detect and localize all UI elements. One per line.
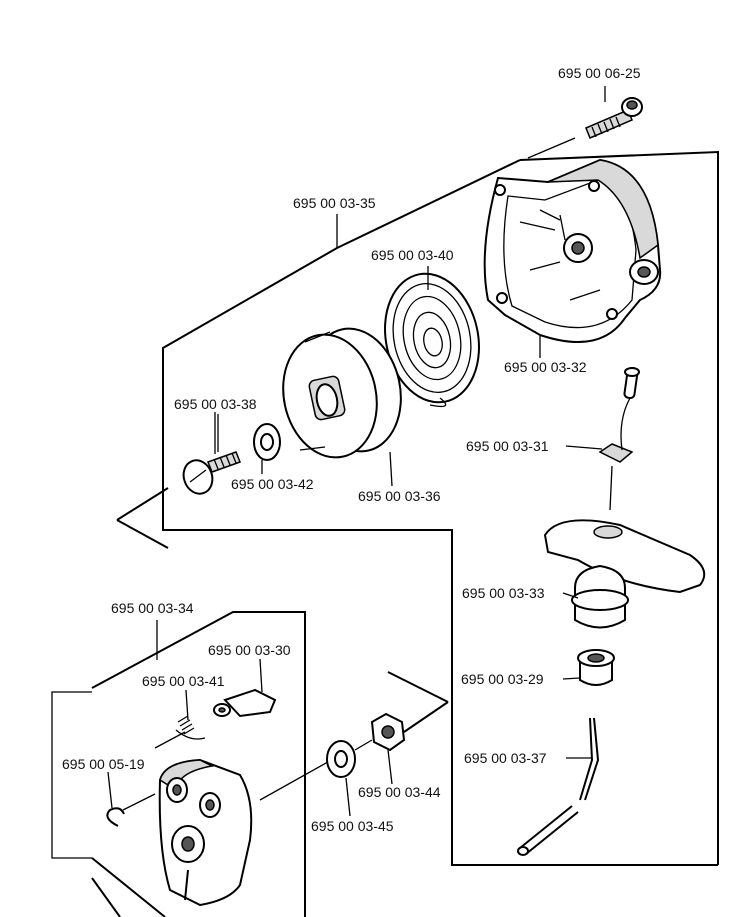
starter-cup-part (158, 758, 253, 907)
label-695-00-03-31: 695 00 03-31 (466, 438, 549, 454)
circlip-part (106, 793, 156, 827)
rope-pulley-part (282, 327, 402, 459)
label-695-00-03-34: 695 00 03-34 (111, 600, 194, 616)
leader-lines (107, 214, 592, 817)
pawl-part (213, 688, 277, 718)
rope-guide-part (565, 366, 640, 511)
screw-part (527, 86, 643, 159)
label-695-00-03-44: 695 00 03-44 (358, 784, 441, 800)
label-695-00-03-41: 695 00 03-41 (142, 673, 225, 689)
label-695-00-03-32: 695 00 03-32 (504, 359, 587, 375)
recoil-spring-part (384, 272, 480, 408)
label-695-00-03-42: 695 00 03-42 (231, 476, 314, 492)
label-695-00-03-40: 695 00 03-40 (371, 247, 454, 263)
pulley-screw-part (182, 412, 241, 495)
washer-part (253, 423, 281, 461)
label-695-00-03-45: 695 00 03-45 (311, 818, 394, 834)
label-695-00-03-35: 695 00 03-35 (293, 195, 376, 211)
starter-handle-part (543, 519, 706, 629)
pawl-spring-part (154, 715, 206, 749)
label-695-00-03-37: 695 00 03-37 (464, 750, 547, 766)
nut-part (370, 712, 406, 752)
starter-housing-part (483, 158, 662, 344)
bushing-part (577, 649, 615, 686)
starter-rope-part (517, 717, 600, 856)
label-695-00-05-19: 695 00 05-19 (62, 756, 145, 772)
label-695-00-03-33: 695 00 03-33 (462, 585, 545, 601)
label-695-00-06-25: 695 00 06-25 (558, 65, 641, 81)
label-695-00-03-30: 695 00 03-30 (208, 642, 291, 658)
label-695-00-03-29: 695 00 03-29 (461, 671, 544, 687)
washer-lower-part (326, 740, 356, 778)
part-labels: 695 00 06-25 695 00 03-35 695 00 03-40 6… (62, 65, 641, 834)
label-695-00-03-36: 695 00 03-36 (358, 488, 441, 504)
label-695-00-03-38: 695 00 03-38 (174, 396, 257, 412)
